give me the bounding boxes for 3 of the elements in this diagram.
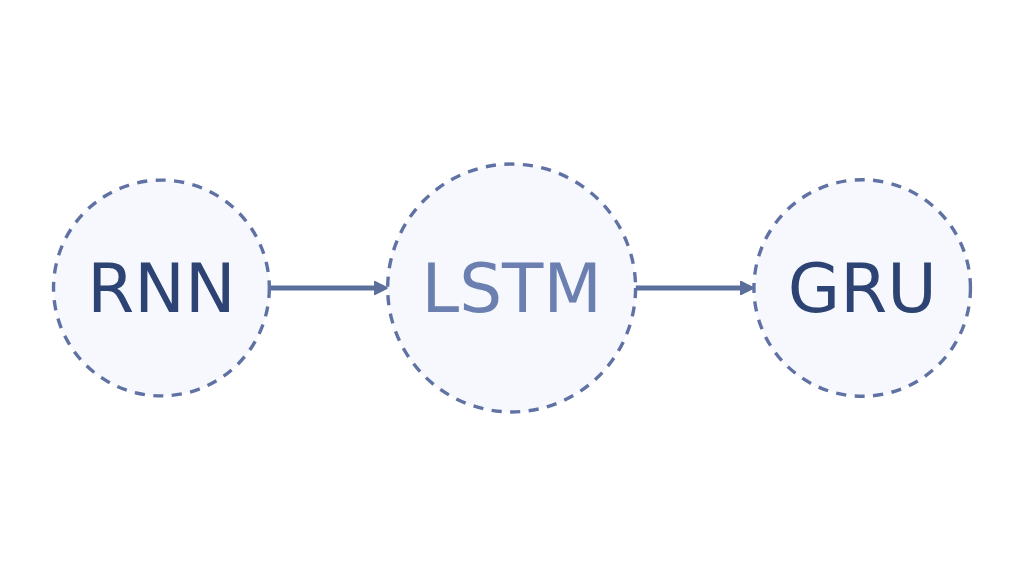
node-circle: LSTM	[386, 162, 638, 414]
node-circle: RNN	[51, 178, 271, 398]
node-circle: GRU	[752, 178, 973, 398]
